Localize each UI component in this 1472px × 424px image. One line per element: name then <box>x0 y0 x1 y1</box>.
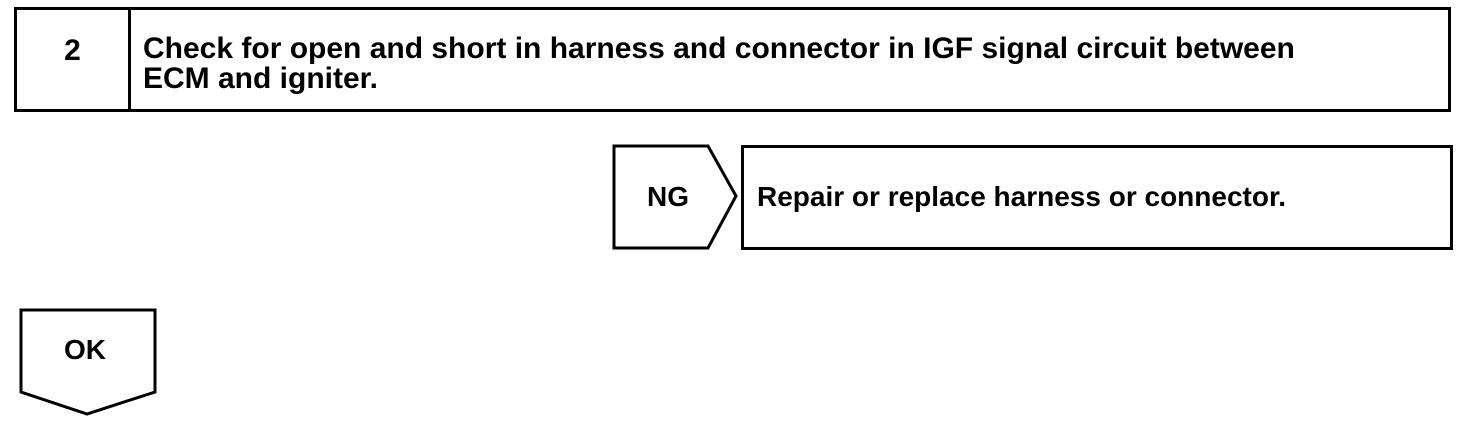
step-number: 2 <box>17 10 131 109</box>
ng-action-text: Repair or replace harness or connector. <box>757 181 1287 212</box>
step-box: 2 Check for open and short in harness an… <box>14 7 1451 112</box>
ok-arrow-shape <box>19 308 157 416</box>
ok-label: OK <box>64 334 106 365</box>
ng-action-box: Repair or replace harness or connector. <box>741 145 1453 250</box>
step-description: Check for open and short in harness and … <box>143 32 1295 95</box>
ng-arrow-shape <box>612 144 738 250</box>
ng-label: NG <box>647 181 689 212</box>
